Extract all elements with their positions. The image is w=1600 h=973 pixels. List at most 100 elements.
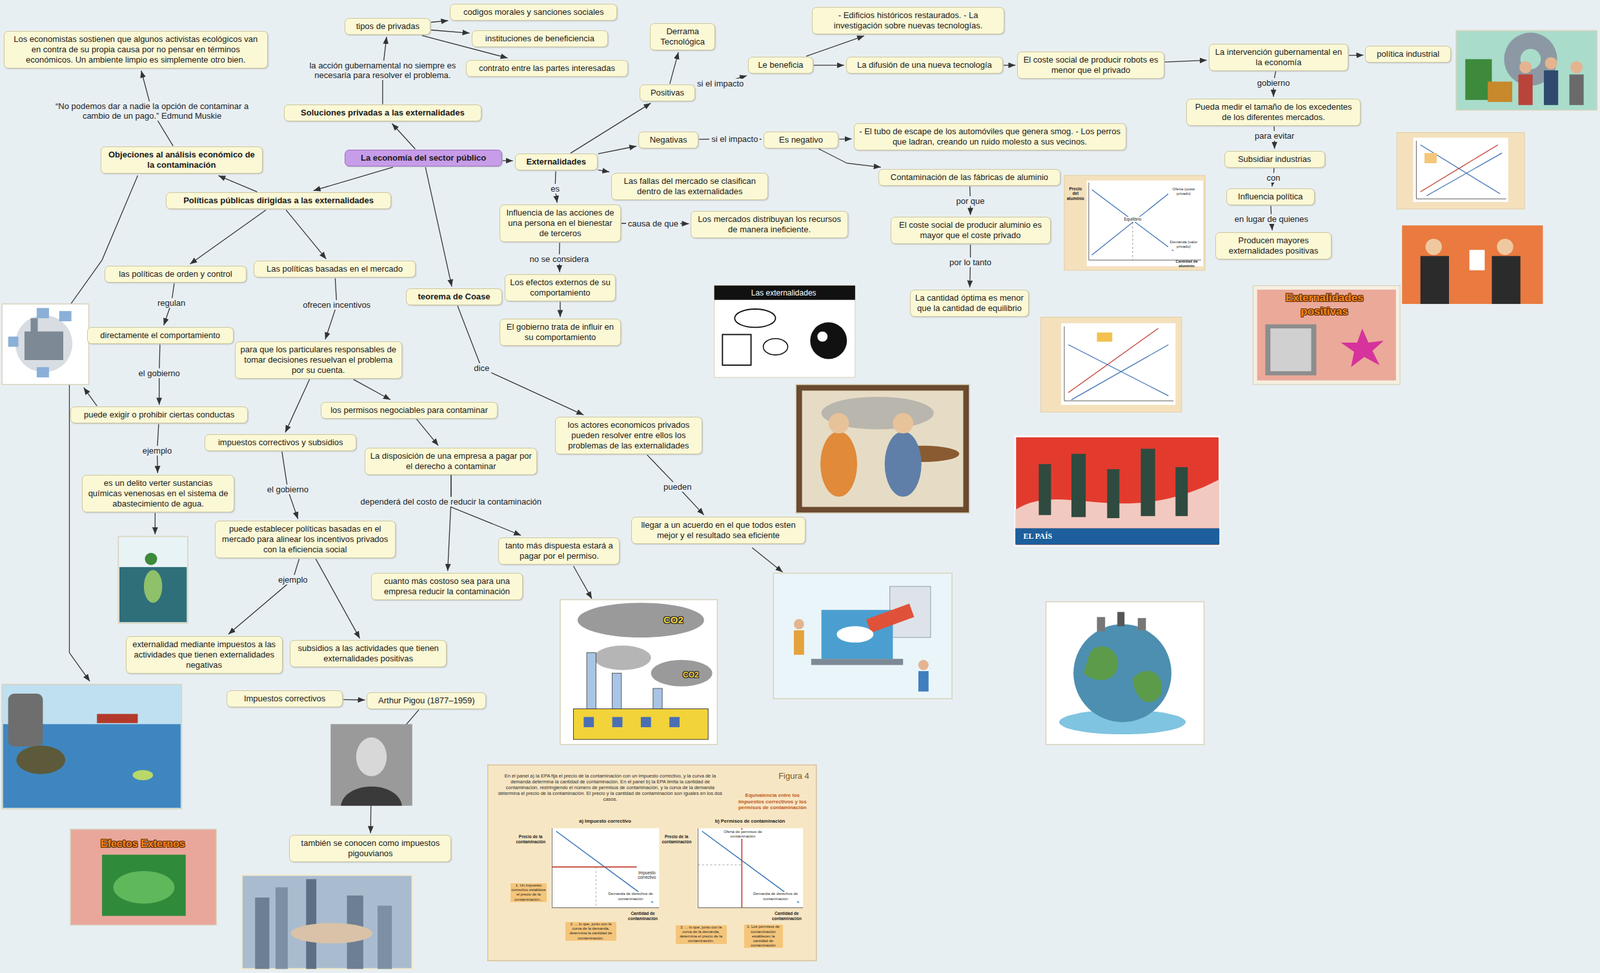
leader-line (83, 387, 98, 406)
building-shape (377, 906, 392, 970)
concept-box: externalidad mediante impuestos a las ac… (125, 636, 283, 674)
axis-label: Cantidad de contaminación (622, 911, 663, 922)
concept-text: tipos de privadas (349, 21, 426, 32)
concept-text: Influencia política (1231, 191, 1310, 203)
concept-text: Arthur Pigou (1877–1959) (371, 695, 481, 707)
co2-text: CO2 (662, 614, 685, 627)
window-shape (640, 717, 652, 728)
person-head (1545, 57, 1558, 70)
chart-axis (1063, 326, 1065, 401)
concept-text: La difusión de una nueva tecnología (851, 60, 998, 71)
callout-note: 1. Los permisos de contaminación estable… (744, 924, 783, 949)
chart-axis (1416, 198, 1506, 200)
demand-line (1420, 144, 1500, 194)
concept-text: instituciones de beneficiencia (476, 33, 604, 44)
concept-text: La cantidad óptima es menor que la canti… (915, 293, 1025, 314)
ship-shape (96, 713, 138, 723)
connector-arrow (559, 302, 561, 318)
icon-badge (36, 307, 50, 319)
concept-box: La intervención gubernamental en la econ… (1208, 43, 1349, 71)
person-body (1420, 256, 1449, 304)
connector-arrow (598, 169, 610, 172)
person-body (1543, 70, 1559, 106)
image-frame (1015, 436, 1220, 547)
axis-label: Precio de la contaminación (515, 834, 546, 845)
image-frame (1046, 602, 1205, 745)
linking-phrase: el gobierno (265, 484, 311, 495)
social-cost-line (1068, 328, 1158, 394)
concept-box: Le beneficia (748, 56, 814, 74)
connector-arrow (315, 558, 360, 639)
window-shape (583, 717, 594, 728)
person-body (1569, 74, 1584, 105)
image-frame (1041, 317, 1182, 413)
figure-4-image (487, 765, 817, 962)
concept-box: llegar a un acuerdo en el que todos este… (631, 516, 806, 545)
figure-sketch (810, 322, 847, 360)
linking-phrase: si el impacto (695, 78, 746, 89)
chart-axis (697, 907, 803, 909)
concept-box: para que los particulares responsables d… (234, 341, 403, 379)
supply-line (1071, 344, 1169, 400)
image-frame (1, 303, 89, 385)
person-body (1491, 256, 1520, 304)
callout-note: 2. ... lo que, junto con la curva de la … (675, 925, 727, 945)
concept-text: puede exigir o prohibir ciertas conducta… (75, 409, 243, 421)
image-frame (70, 829, 217, 926)
person-shape (884, 431, 922, 497)
concept-text: - Edificios históricos restaurados. - La… (817, 10, 1000, 31)
smoke-sketch (763, 338, 789, 355)
image-ground (1257, 289, 1397, 381)
concept-box: impuestos correctivos y subsidios (204, 434, 357, 452)
image-frame (487, 765, 817, 962)
concept-box: Es negativo (763, 131, 840, 149)
smoke-sketch (734, 309, 776, 328)
callout-box (1097, 332, 1113, 342)
concept-box: Subsidiar industrias (1224, 151, 1326, 168)
concept-box: codigos morales y sanciones sociales (449, 3, 618, 21)
chart-axis (1416, 140, 1417, 199)
curve-label: Demanda de derechos de contaminación (751, 891, 800, 902)
robot-chart-image (1396, 132, 1525, 210)
concept-box: Negativas (638, 131, 699, 149)
person-body (1518, 74, 1533, 105)
main-concept-box: La economía del sector público (344, 149, 502, 167)
image-frame (773, 573, 952, 699)
polluted-earth-image (1046, 602, 1205, 745)
smokestack (1141, 449, 1156, 517)
icon-badge (59, 311, 72, 322)
supply-line (1426, 152, 1502, 196)
chart-axis (551, 828, 553, 909)
connector-arrow (669, 52, 679, 84)
person-head (1496, 238, 1513, 255)
externalities-cartoon-image (714, 285, 856, 378)
concept-box: Pueda medir el tamaño de los excedentes … (1186, 98, 1361, 126)
image-frame (795, 384, 970, 514)
permit-line (741, 828, 743, 909)
connector-arrow (502, 160, 514, 162)
aluminium-chart-image (1064, 175, 1206, 271)
chart-axis (551, 907, 659, 909)
concept-box: La difusión de una nueva tecnología (846, 56, 1003, 74)
curve-label: Oferta (coste privado) (1168, 187, 1199, 197)
chart-area (1061, 323, 1176, 405)
concept-box: puede exigir o prohibir ciertas conducta… (70, 406, 248, 424)
concept-text: subsidios a las actividades que tienen e… (294, 643, 442, 665)
axis-label: Precio de la contaminación (660, 834, 692, 845)
concept-box: - Edificios históricos restaurados. - La… (811, 7, 1005, 35)
linking-phrase: ofrecen incentivos (300, 300, 373, 310)
concept-box: Los economistas sostienen que algunos ac… (3, 30, 268, 69)
concept-text: Los mercados distribuyan los recursos de… (695, 214, 843, 235)
paper-sheet (1469, 249, 1486, 271)
concept-box: Positivas (639, 84, 695, 102)
globe-shape (1073, 624, 1172, 723)
linking-phrase: gobierno (1255, 78, 1293, 88)
icon-circle (15, 314, 73, 373)
connector-arrow (285, 209, 326, 259)
ocean-bottle-image (118, 536, 188, 623)
connector-arrow (1164, 60, 1207, 62)
negotiation-image (1401, 225, 1543, 304)
panel-title: a) Impuesto correctivo (578, 818, 632, 825)
smokestack (1106, 469, 1120, 519)
concept-box: también se conocen como impuestos pigouv… (289, 835, 452, 863)
